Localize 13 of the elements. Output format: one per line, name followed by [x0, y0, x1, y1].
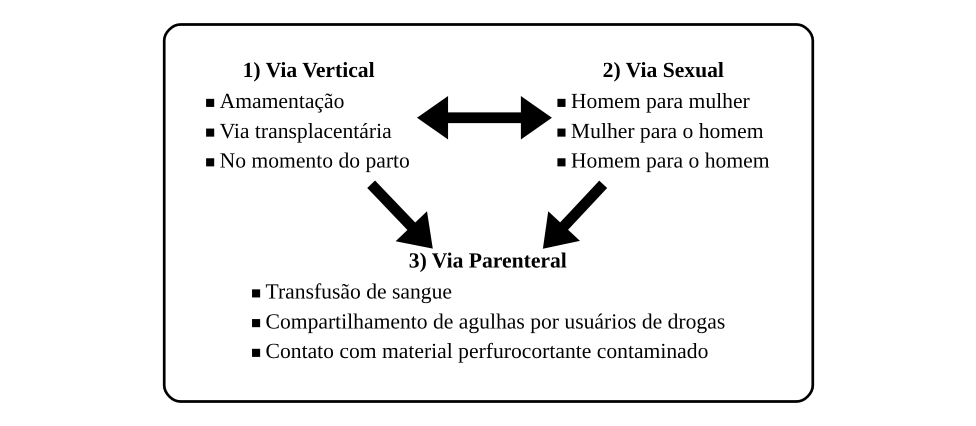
node-label: Homem para mulher: [570, 89, 750, 114]
node-label: Mulher para o homem: [570, 118, 764, 143]
node-label: Amamentação: [219, 89, 344, 114]
arrow: [542, 180, 607, 249]
node-label: 1) Via Vertical: [242, 58, 374, 82]
arrow: [416, 96, 552, 140]
node-label: Via transplacentária: [219, 118, 392, 143]
arrow: [366, 180, 432, 249]
node-label: Homem para o homem: [570, 148, 770, 172]
node-text: 3) Via Parenteral Transfusão de sangue Compartilhamento de agulhas por usuários de drogas Contato com material perfurocortante contaminado: [265, 248, 725, 363]
cluster: [162, 23, 814, 403]
node-label: No momento do parto: [219, 148, 410, 172]
node-label: 2) Via Sexual: [602, 58, 724, 82]
